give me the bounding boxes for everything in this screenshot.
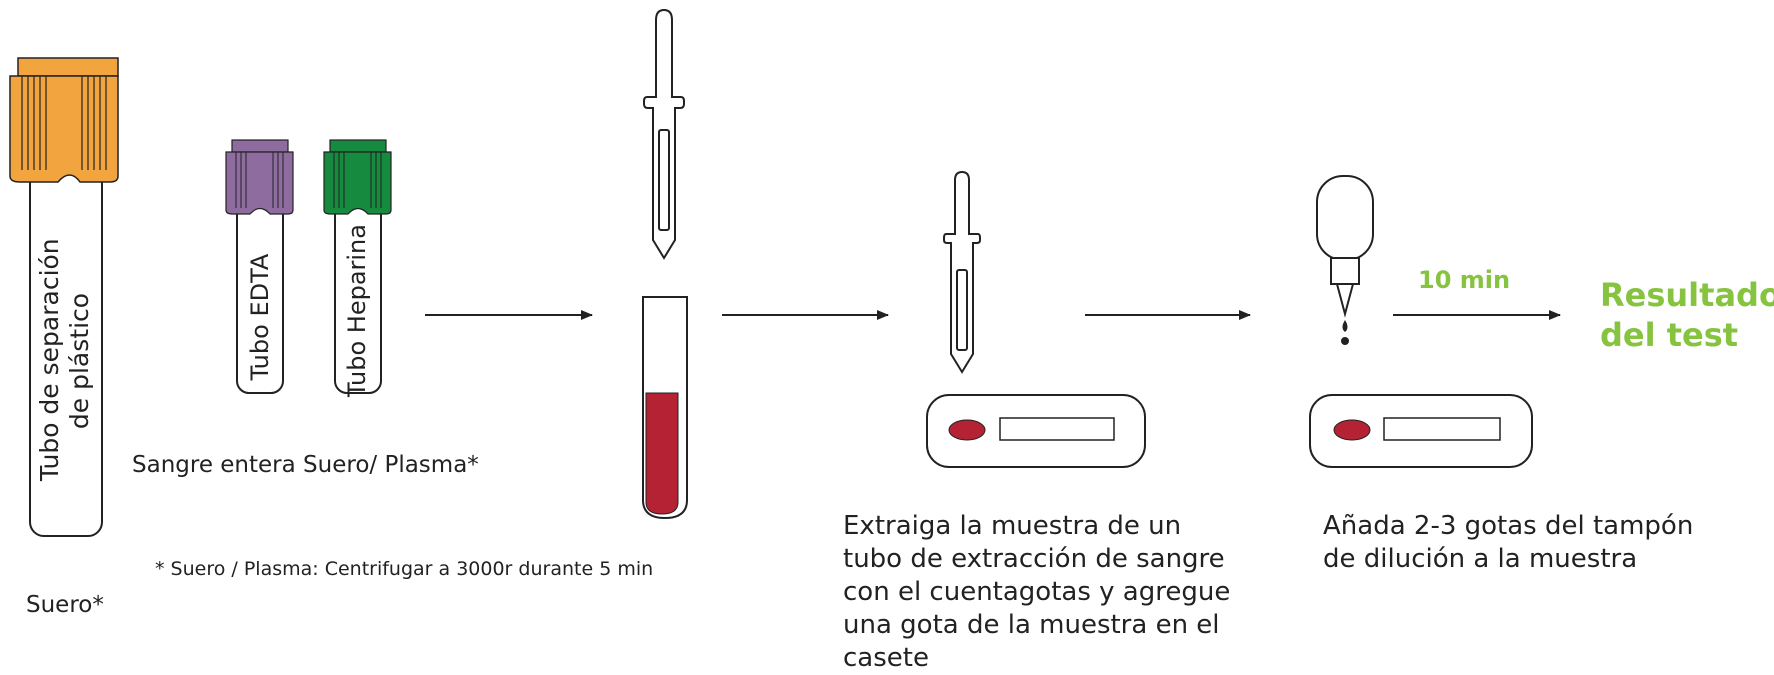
extract-line: con el cuentagotas y agregue — [843, 577, 1231, 607]
wait-time-label: 10 min — [1418, 266, 1511, 294]
test-result-label: Resultado del test — [1600, 276, 1774, 354]
extract-line: Extraiga la muestra de un — [843, 511, 1182, 541]
blood-tube-icon — [642, 296, 688, 520]
heparin-tube-icon — [323, 139, 392, 394]
buffer-bottle-icon — [1316, 175, 1374, 345]
dropper-icon — [943, 170, 981, 374]
extract-instructions: Extraiga la muestra de un tubo de extrac… — [843, 510, 1230, 675]
edta-tube-label: Tubo EDTA — [246, 253, 274, 381]
separation-tube-icon — [9, 57, 119, 537]
serum-caption: Suero* — [26, 592, 104, 618]
extract-line: una gota de la muestra en el — [843, 610, 1220, 640]
centrifuge-note: * Suero / Plasma: Centrifugar a 3000r du… — [155, 558, 654, 580]
heparin-tube-label: Tubo Heparina — [343, 224, 371, 397]
dropper-icon — [643, 8, 685, 260]
buffer-line: de dilución a la muestra — [1323, 544, 1638, 574]
cassette-icon — [1309, 394, 1533, 468]
buffer-line: Añada 2-3 gotas del tampón — [1323, 511, 1694, 541]
separation-tube-label: Tubo de separación de plástico — [35, 238, 94, 481]
cassette-icon — [926, 394, 1146, 468]
whole-blood-caption: Sangre entera Suero/ Plasma* — [132, 452, 479, 478]
extract-line: tubo de extracción de sangre — [843, 544, 1225, 574]
extract-line: casete — [843, 643, 929, 673]
edta-tube-icon — [225, 139, 294, 394]
buffer-instructions: Añada 2-3 gotas del tampón de dilución a… — [1323, 510, 1693, 576]
